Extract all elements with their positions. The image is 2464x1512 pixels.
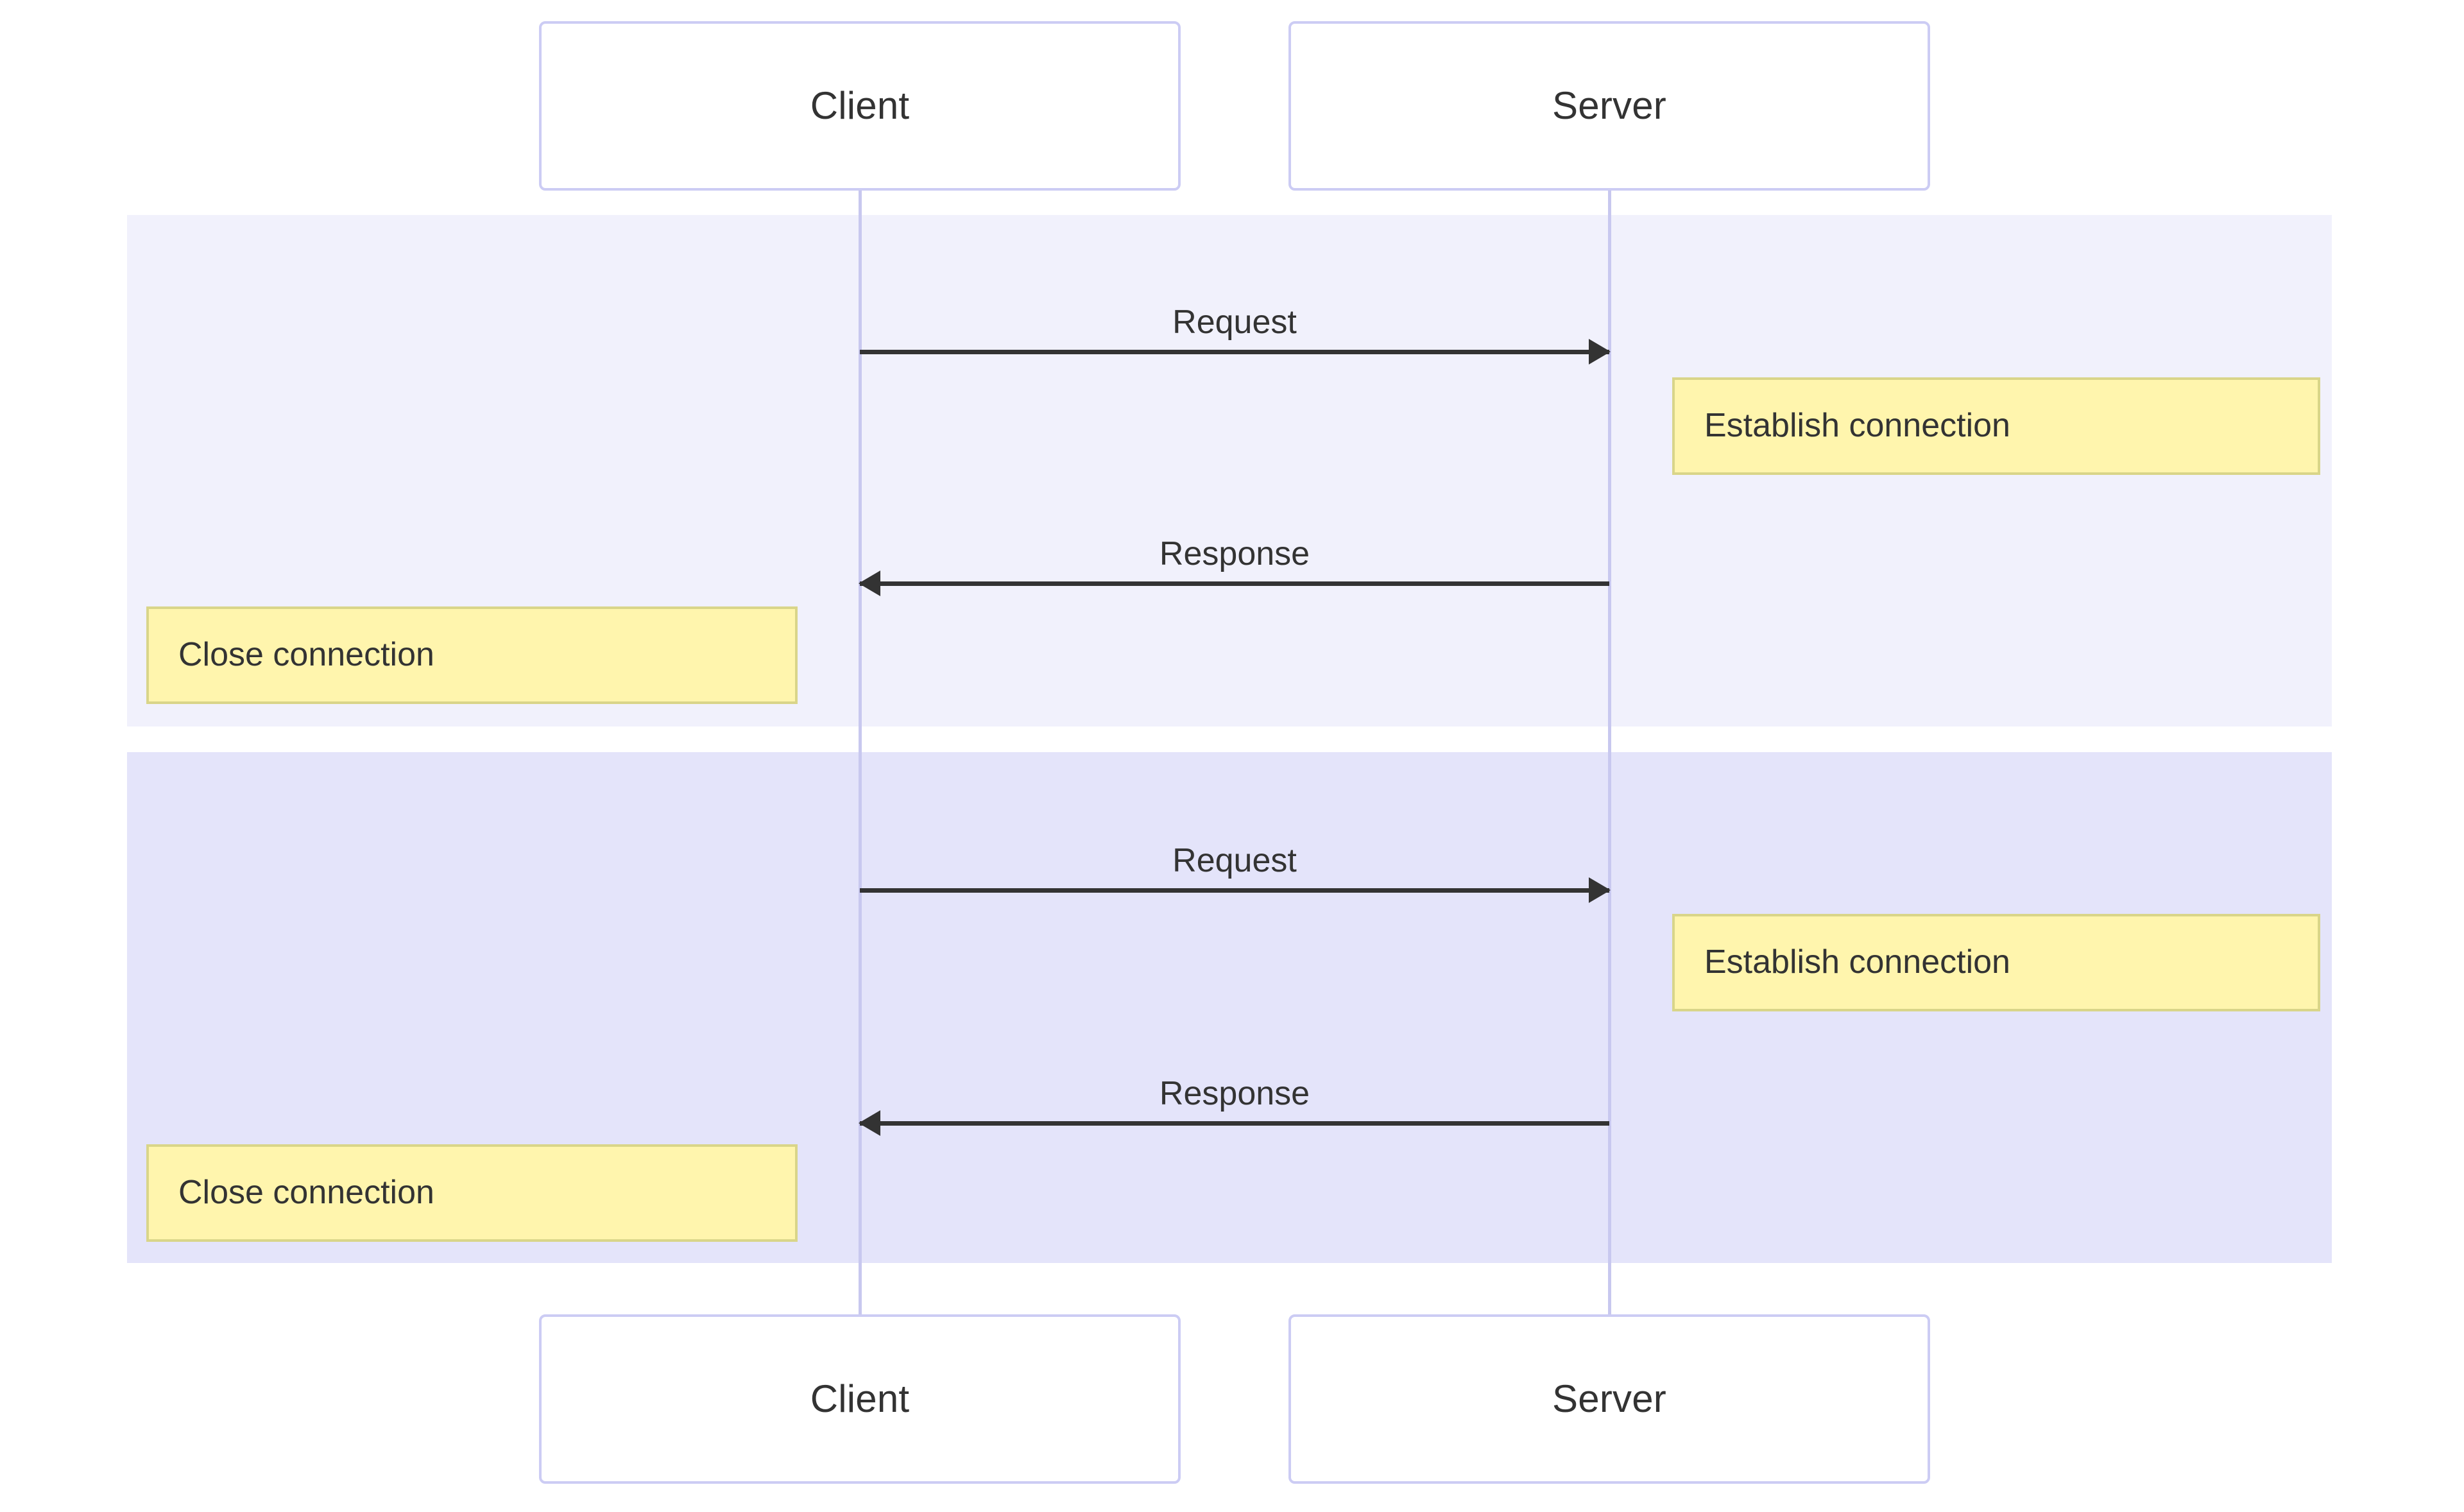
message-response-2[interactable]: Response	[859, 1049, 1609, 1136]
message-line	[860, 888, 1609, 893]
participant-client-top[interactable]: Client	[539, 21, 1181, 191]
note-label: Establish connection	[1704, 943, 2010, 981]
lifeline-server	[1608, 191, 1611, 1314]
note-label: Establish connection	[1704, 407, 2010, 445]
message-label: Response	[1159, 1075, 1310, 1112]
participant-server-bottom[interactable]: Server	[1288, 1314, 1930, 1484]
message-label: Request	[1172, 304, 1297, 341]
note-close-connection-2[interactable]: Close connection	[146, 1144, 798, 1242]
participant-label: Server	[1552, 84, 1666, 127]
message-label: Request	[1172, 842, 1297, 879]
participant-label: Server	[1552, 1377, 1666, 1420]
note-label: Close connection	[178, 1174, 434, 1212]
arrow-right-icon	[1589, 877, 1611, 903]
note-establish-connection-1[interactable]: Establish connection	[1672, 377, 2320, 475]
participant-client-bottom[interactable]: Client	[539, 1314, 1181, 1484]
participant-label: Client	[810, 84, 910, 127]
note-establish-connection-2[interactable]: Establish connection	[1672, 914, 2320, 1011]
participant-server-top[interactable]: Server	[1288, 21, 1930, 191]
message-request-1[interactable]: Request	[860, 277, 1611, 365]
message-request-2[interactable]: Request	[860, 816, 1611, 903]
note-close-connection-1[interactable]: Close connection	[146, 606, 798, 704]
arrow-left-icon	[859, 1110, 880, 1136]
message-line	[860, 581, 1609, 586]
message-label: Response	[1159, 535, 1310, 572]
participant-label: Client	[810, 1377, 910, 1420]
lifeline-client	[859, 191, 862, 1314]
note-label: Close connection	[178, 636, 434, 674]
message-line	[860, 1121, 1609, 1126]
arrow-right-icon	[1589, 339, 1611, 365]
message-response-1[interactable]: Response	[859, 509, 1609, 596]
message-line	[860, 350, 1609, 354]
arrow-left-icon	[859, 571, 880, 596]
